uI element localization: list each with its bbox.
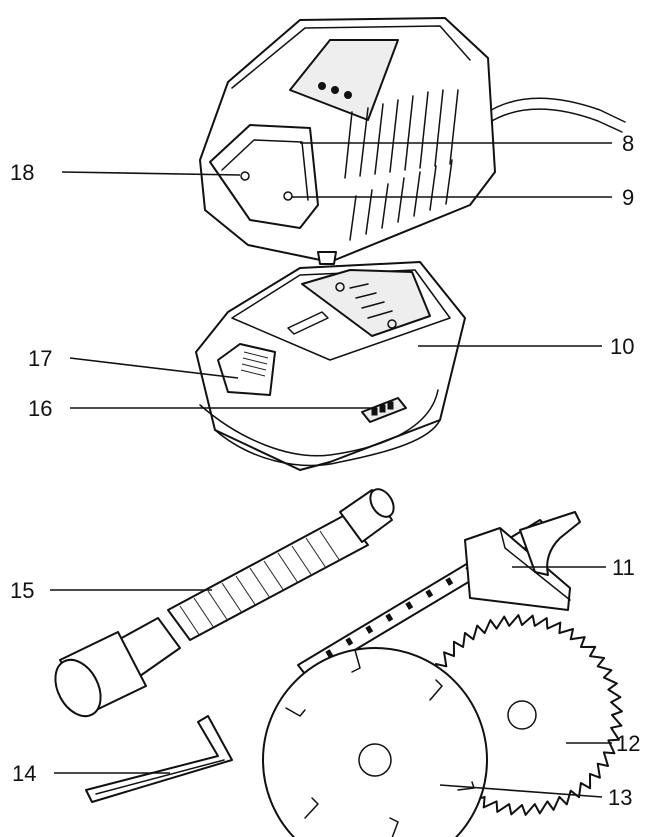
- hex-key-edge: [95, 759, 225, 795]
- battery-top-deck: [231, 269, 451, 361]
- battery-terminals: [349, 283, 393, 319]
- diamond-cutting-disc: [262, 647, 488, 837]
- hex-key: [85, 715, 233, 803]
- battery-slot-groove: [287, 311, 329, 335]
- charger-vents: [344, 89, 459, 241]
- leader-line-17: [69, 357, 239, 379]
- hose-nozzle-opening: [54, 658, 102, 718]
- terminal-symbol-icon: [387, 319, 397, 329]
- charger-front-bevel: [221, 139, 309, 201]
- leader-lines: [50, 142, 612, 798]
- release-button-ridges: [240, 351, 269, 377]
- callout-13: 13: [608, 785, 632, 810]
- charger-foot: [317, 251, 337, 265]
- charger-contact-2: [331, 86, 339, 94]
- callout-9: 9: [622, 185, 634, 210]
- parallel-guide: [297, 511, 581, 679]
- callout-10: 10: [610, 334, 634, 359]
- battery-level-bars: [371, 401, 394, 416]
- disc-arbor-hole: [358, 743, 392, 777]
- hose-corrugated-body: [167, 514, 369, 641]
- battery-side-band: [199, 389, 439, 457]
- guide-fence-edge: [499, 527, 571, 601]
- hex-key-body: [85, 715, 233, 803]
- charger-contact-3: [344, 91, 352, 99]
- callout-11: 11: [612, 555, 635, 580]
- led-indicator-icon: [240, 171, 250, 181]
- battery-charger: [199, 17, 626, 265]
- callout-18: 18: [10, 160, 34, 185]
- leader-line-18: [61, 171, 241, 176]
- callout-12: 12: [616, 731, 640, 756]
- charger-slot: [289, 39, 399, 121]
- led-indicator-icon: [283, 191, 293, 201]
- terminal-symbol-icon: [335, 282, 345, 292]
- charger-rail-top: [231, 25, 471, 89]
- callout-16: 16: [28, 396, 52, 421]
- charger-cable-edge: [489, 108, 623, 133]
- saw-blades: [262, 614, 623, 837]
- callout-8: 8: [622, 131, 634, 156]
- charger-front-face: [209, 124, 319, 229]
- guide-clamp-arm: [519, 511, 581, 576]
- callout-17: 17: [28, 346, 52, 371]
- battery-release-button: [217, 343, 276, 396]
- extraction-hose: [54, 488, 395, 718]
- hose-cuff-opening: [369, 488, 395, 518]
- callout-labels: 8 9 10 11 12 13 14 15 16 17 18: [10, 131, 640, 810]
- battery-bottom-band: [214, 419, 441, 467]
- charger-contact-1: [318, 82, 326, 90]
- battery-pack: [195, 261, 466, 471]
- callout-14: 14: [12, 761, 36, 786]
- blade-arbor-hole: [507, 700, 537, 730]
- leader-line-13: [439, 784, 603, 798]
- hose-corrugations: [179, 530, 341, 637]
- charger-cable: [487, 97, 626, 123]
- battery-rail: [301, 269, 431, 337]
- callout-15: 15: [10, 578, 34, 603]
